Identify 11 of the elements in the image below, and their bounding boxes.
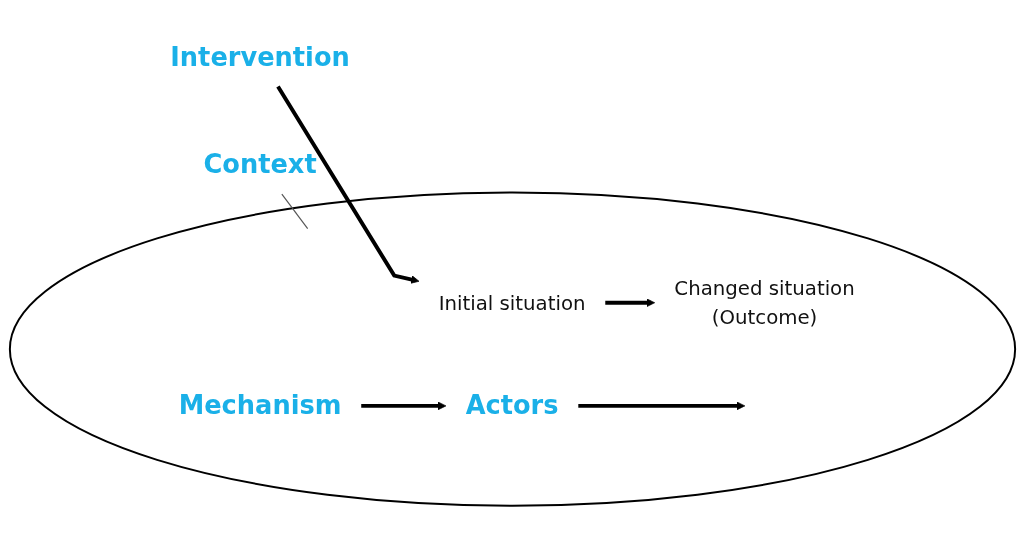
arrow (605, 298, 655, 308)
text-label: Actors (465, 390, 559, 421)
text-label: Changed situation (Outcome) (674, 276, 855, 330)
text-label: Context (203, 149, 317, 180)
text-label: Intervention (170, 42, 350, 72)
arrow (578, 401, 746, 411)
arrow (361, 401, 447, 411)
text-label: Mechanism (178, 390, 342, 421)
arrow (276, 85, 420, 284)
text-label: Initial situation (438, 290, 586, 315)
leader-line (281, 193, 309, 230)
